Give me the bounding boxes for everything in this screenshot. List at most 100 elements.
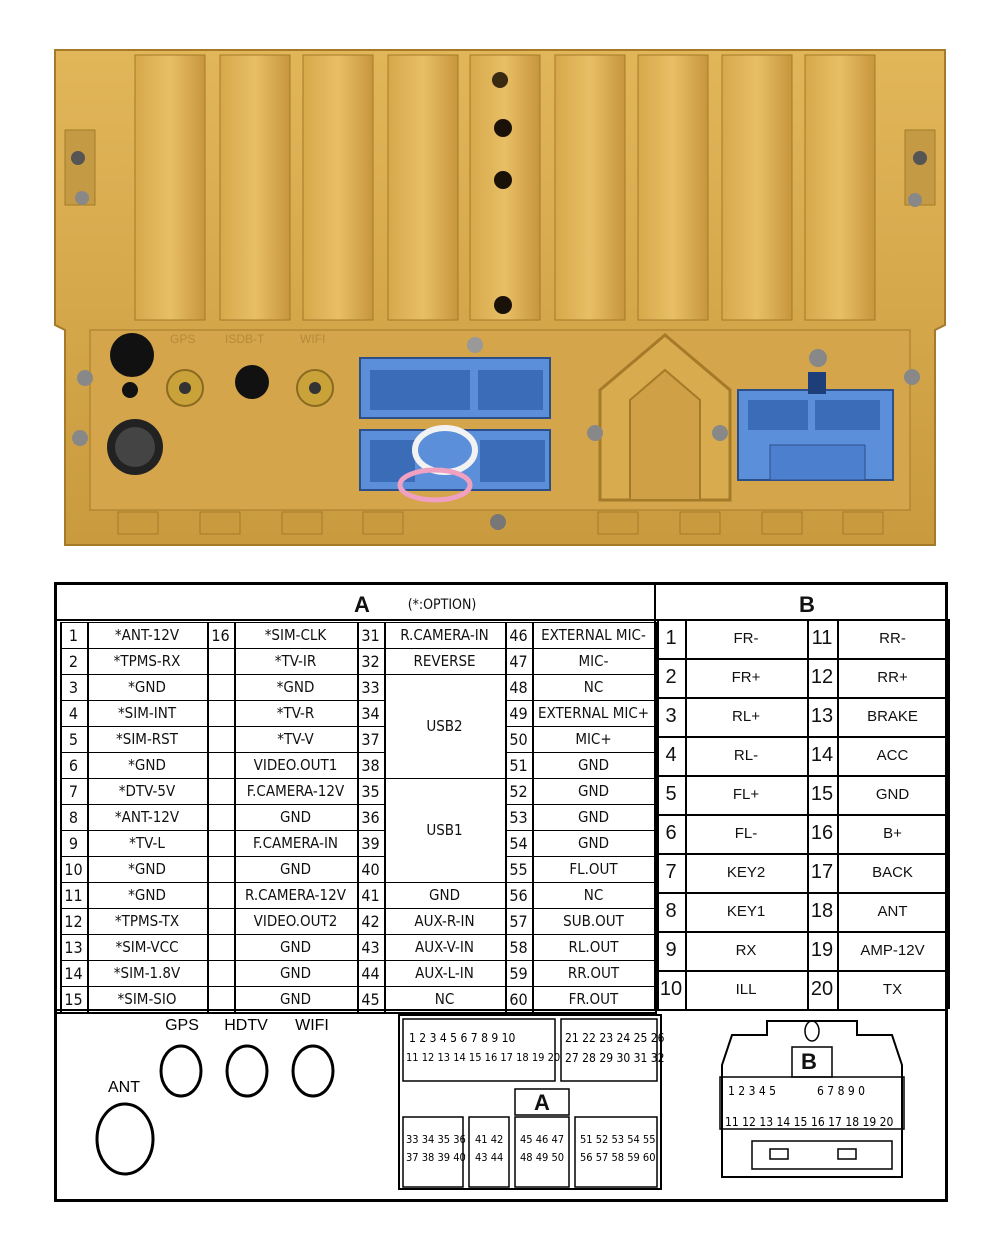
pin-signal: *TPMS-RX	[113, 652, 181, 670]
pin-number: 20	[810, 978, 834, 1000]
ant-port-icon	[95, 1102, 155, 1176]
pin-number: 47	[509, 651, 528, 671]
pin-number: 12	[810, 666, 834, 688]
connector-b-label: B	[801, 1049, 817, 1074]
pin-signal: AUX-V-IN	[415, 938, 474, 956]
pin-number: 32	[361, 651, 380, 671]
panel-label-wifi: WIFI	[300, 332, 325, 346]
conn-a-pins-43-44: 43 44	[475, 1151, 504, 1164]
pin-number: 2	[665, 666, 677, 688]
conn-a-pins-33-36: 33 34 35 36	[406, 1133, 466, 1146]
pin-signal: FR.OUT	[568, 990, 619, 1008]
pin-number: 36	[361, 807, 380, 827]
pin-number: 16	[211, 625, 230, 645]
pin-signal: AMP-12V	[860, 942, 925, 959]
pin-signal: FL+	[732, 786, 760, 803]
pin-signal: MIC-	[578, 652, 609, 670]
pin-number	[207, 674, 234, 700]
pin-number: 12	[64, 911, 83, 931]
pin-signal: *SIM-VCC	[115, 938, 179, 956]
pin-number	[207, 934, 234, 960]
pin-signal: AUX-R-IN	[414, 912, 475, 930]
pin-number: 33	[361, 677, 380, 697]
pin-signal: F.CAMERA-IN	[252, 834, 339, 852]
conn-a-pins-1-10: 1 2 3 4 5 6 7 8 9 10	[409, 1031, 516, 1045]
pin-signal: GND	[578, 834, 609, 852]
conn-b-pins-1-5: 1 2 3 4 5	[728, 1084, 777, 1098]
pin-number: 5	[68, 729, 79, 749]
pin-number	[207, 882, 234, 908]
pin-number: 56	[509, 885, 528, 905]
pin-signal: *GND	[128, 678, 166, 696]
pin-number	[207, 752, 234, 778]
pin-signal: F.CAMERA-12V	[246, 782, 345, 800]
pin-number: 34	[361, 703, 380, 723]
pin-signal: TX	[882, 981, 903, 998]
option-note: (*:OPTION)	[407, 597, 477, 613]
wifi-label: WIFI	[295, 1017, 329, 1034]
pin-number: 37	[361, 729, 380, 749]
pin-number: 35	[361, 781, 380, 801]
pin-number: 39	[361, 833, 380, 853]
pin-signal: GND	[578, 756, 609, 774]
pin-signal: ACC	[876, 747, 909, 764]
pin-signal: *SIM-CLK	[264, 626, 327, 644]
pin-signal: GND	[875, 786, 910, 803]
hdtv-port-icon	[225, 1044, 269, 1098]
pin-number	[207, 648, 234, 674]
wifi-port-icon	[291, 1044, 335, 1098]
pin-number: 59	[509, 963, 528, 983]
pin-signal: RL.OUT	[568, 938, 619, 956]
pin-signal: GND	[429, 886, 460, 904]
pin-number: 49	[509, 703, 528, 723]
panel-label-gps: GPS	[170, 332, 195, 346]
pin-number: 52	[509, 781, 528, 801]
pin-number	[207, 960, 234, 986]
pin-signal: NC	[583, 678, 604, 696]
pin-number: 46	[509, 625, 528, 645]
pin-signal: *DTV-5V	[118, 782, 176, 800]
pin-signal: ANT	[877, 903, 908, 920]
pin-signal: GND	[280, 938, 311, 956]
pin-signal: RR-	[879, 630, 906, 647]
pin-number: 5	[665, 783, 677, 805]
pin-signal: BACK	[872, 864, 913, 881]
gps-port	[110, 333, 154, 377]
gps-port-icon	[159, 1044, 203, 1098]
pin-number: 11	[811, 627, 833, 649]
pin-number: 19	[810, 939, 834, 961]
pin-number: 3	[665, 705, 677, 727]
conn-a-pins-27-32: 27 28 29 30 31 32	[565, 1051, 665, 1065]
pin-number: 31	[361, 625, 380, 645]
pin-number: 38	[361, 755, 380, 775]
pin-number	[207, 804, 234, 830]
pin-number: 10	[659, 978, 683, 1000]
pin-number: 14	[810, 744, 834, 766]
pin-signal: SUB.OUT	[563, 912, 624, 930]
conn-a-pins-56-60: 56 57 58 59 60	[580, 1151, 656, 1164]
pin-number: 57	[509, 911, 528, 931]
pin-signal: RL+	[732, 708, 760, 725]
pin-signal: *SIM-INT	[117, 704, 177, 722]
pin-number: 18	[810, 900, 834, 922]
pin-signal: GND	[280, 990, 311, 1008]
pin-signal: USB2	[426, 717, 463, 735]
pin-number: 9	[68, 833, 79, 853]
pin-signal: *ANT-12V	[114, 626, 180, 644]
pin-number: 11	[64, 885, 83, 905]
pin-signal: *SIM-1.8V	[113, 964, 181, 982]
pin-signal: BRAKE	[867, 708, 918, 725]
panel-label-isdbt: ISDB-T	[225, 332, 265, 346]
pin-number: 14	[64, 963, 83, 983]
pin-signal: *GND	[128, 886, 166, 904]
pin-signal: NC	[434, 990, 455, 1008]
pin-signal: *TV-V	[277, 730, 314, 748]
pin-signal: EXTERNAL MIC-	[541, 626, 646, 644]
pin-signal: *TV-IR	[274, 652, 317, 670]
conn-a-pins-37-40: 37 38 39 40	[406, 1151, 466, 1164]
pin-number	[207, 856, 234, 882]
pin-signal: *TV-L	[129, 834, 165, 852]
pin-number: 9	[665, 939, 677, 961]
pin-number: 13	[810, 705, 834, 727]
pin-signal: KEY2	[726, 864, 766, 881]
